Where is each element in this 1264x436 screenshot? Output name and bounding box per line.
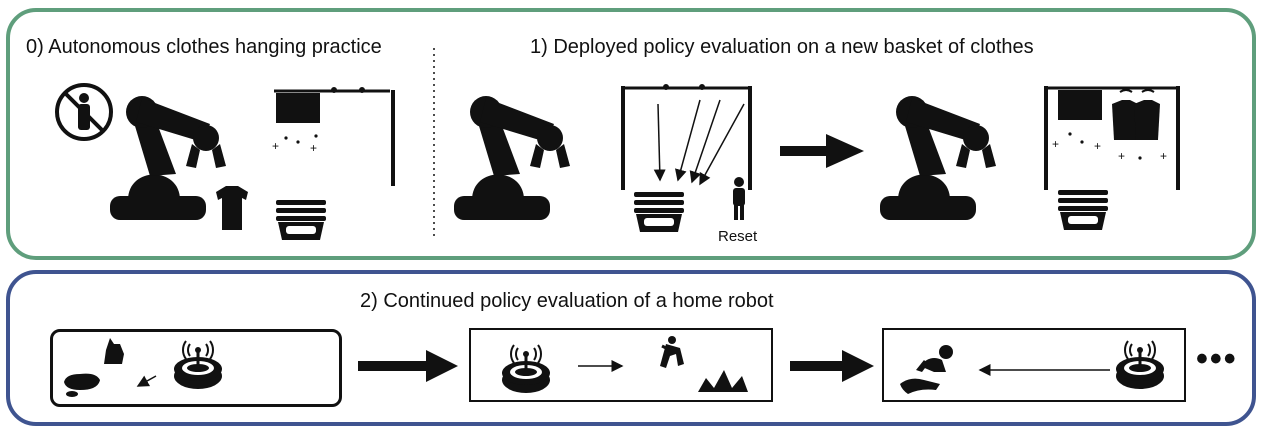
ellipsis-dots: •••	[1196, 340, 1238, 378]
arrow-icon	[790, 350, 874, 382]
laundry-basket-icon	[276, 200, 326, 240]
clothes-rack-icon	[621, 84, 752, 190]
svg-text:+: +	[272, 139, 279, 153]
svg-text:+: +	[1118, 149, 1125, 163]
shirt-icon	[216, 186, 248, 230]
clothes-rack-icon: + +	[272, 87, 395, 186]
arrow-icon	[358, 350, 458, 382]
arrow-icon	[780, 134, 864, 168]
scene-frame-dog-spill	[50, 329, 342, 407]
laundry-basket-icon	[634, 192, 684, 232]
person-icon	[733, 177, 745, 220]
home-robot-panel	[6, 270, 1256, 426]
baby-icon	[916, 345, 953, 372]
laundry-basket-icon	[1058, 190, 1108, 230]
caption-practice: 0) Autonomous clothes hanging practice	[26, 36, 382, 58]
svg-text:+: +	[310, 141, 317, 155]
scene-frame-fall	[469, 328, 773, 402]
reset-label: Reset	[718, 228, 758, 245]
dog-icon	[104, 338, 124, 364]
svg-text:+: +	[1094, 139, 1101, 153]
clothes-rack-icon: + + + +	[1044, 86, 1180, 190]
svg-text:+: +	[1052, 137, 1059, 151]
svg-text:+: +	[1160, 149, 1167, 163]
alligator-icon	[900, 378, 940, 394]
robot-arm-icon	[454, 96, 570, 220]
scene-frame-baby-alligator	[882, 328, 1186, 402]
falling-person-icon	[660, 336, 684, 368]
robot-arm-icon	[880, 96, 996, 220]
practice-evaluation-panel	[6, 8, 1256, 260]
puddle-icon	[64, 373, 100, 397]
splash-icon	[698, 370, 748, 392]
caption-continued: 2) Continued policy evaluation of a home…	[360, 290, 774, 312]
no-person-icon	[55, 83, 113, 141]
robot-arm-icon	[110, 96, 226, 220]
caption-evaluation: 1) Deployed policy evaluation on a new b…	[530, 36, 1034, 58]
